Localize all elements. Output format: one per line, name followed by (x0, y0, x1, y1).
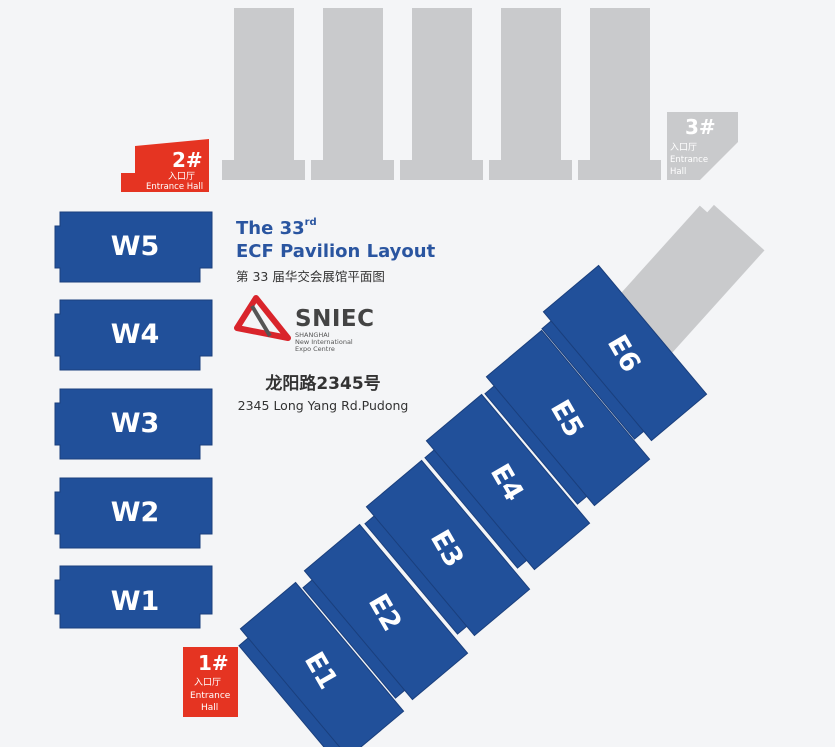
hall-w3[interactable]: W3 (54, 388, 213, 460)
inactive-hall-5 (578, 8, 661, 180)
hall-w1[interactable]: W1 (54, 565, 213, 629)
hall-w3-label: W3 (111, 408, 160, 439)
hall-w5-label: W5 (111, 231, 160, 262)
sniec-logo-icon (234, 295, 291, 341)
hall-e5[interactable]: E5 (477, 329, 651, 514)
hall-e3[interactable]: E3 (357, 459, 531, 644)
entrance-3-en: Entrance (670, 155, 708, 165)
entrance-2-number: 2# (172, 148, 203, 172)
logo-sub-3: Expo Centre (295, 345, 335, 353)
entrance-1-cn: 入口厅 (194, 677, 221, 688)
pavilion-title: The 33rd ECF Pavilion Layout 第 33 届华交会展馆… (236, 212, 435, 285)
entrance-2[interactable]: 2# 入口厅 Entrance Hall (121, 139, 209, 192)
entrance-3-en2: Hall (670, 167, 686, 177)
hall-w2-label: W2 (111, 497, 160, 528)
entrance-1-en2: Hall (201, 703, 218, 713)
hall-e6[interactable]: E6 (534, 264, 708, 449)
address-block: 龙阳路2345号 2345 Long Yang Rd.Pudong (218, 372, 428, 416)
entrance-3-number: 3# (685, 115, 716, 139)
hall-e2[interactable]: E2 (295, 523, 469, 708)
logo-sub-1: SHANGHAI (295, 331, 330, 339)
title-line-1: The 33rd (236, 217, 317, 239)
entrance-1-number: 1# (198, 651, 229, 675)
inactive-hall-4 (489, 8, 572, 180)
entrance-3-cn: 入口厅 (670, 142, 697, 153)
hall-w2[interactable]: W2 (54, 477, 213, 549)
logo-name: SNIEC (295, 306, 375, 332)
hall-w5[interactable]: W5 (54, 211, 213, 283)
hall-w1-label: W1 (111, 586, 160, 617)
address-chinese: 龙阳路2345号 (265, 374, 381, 394)
entrance-2-en: Entrance Hall (146, 182, 203, 192)
inactive-hall-3 (400, 8, 483, 180)
entrance-2-cn: 入口厅 (168, 171, 195, 182)
inactive-north-halls (222, 8, 661, 180)
inactive-hall-2 (311, 8, 394, 180)
east-halls: E1 E2 E3 E4 E5 E6 (231, 264, 708, 747)
hall-w4[interactable]: W4 (54, 299, 213, 371)
hall-w4-label: W4 (111, 319, 160, 350)
hall-e1[interactable]: E1 (231, 581, 405, 747)
title-line-2: ECF Pavilion Layout (236, 241, 436, 262)
logo-sub-2: New International (295, 338, 353, 346)
entrance-3[interactable]: 3# 入口厅 Entrance Hall (667, 112, 738, 180)
west-halls: W5 W4 W3 W2 W1 (54, 211, 213, 629)
title-chinese: 第 33 届华交会展馆平面图 (236, 269, 385, 284)
sniec-logo: SNIEC SHANGHAI New International Expo Ce… (295, 306, 374, 353)
entrance-1-en: Entrance (190, 691, 231, 701)
hall-e4[interactable]: E4 (417, 393, 591, 578)
address-english: 2345 Long Yang Rd.Pudong (237, 398, 409, 413)
inactive-hall-1 (222, 8, 305, 180)
entrance-1[interactable]: 1# 入口厅 Entrance Hall (183, 647, 238, 717)
